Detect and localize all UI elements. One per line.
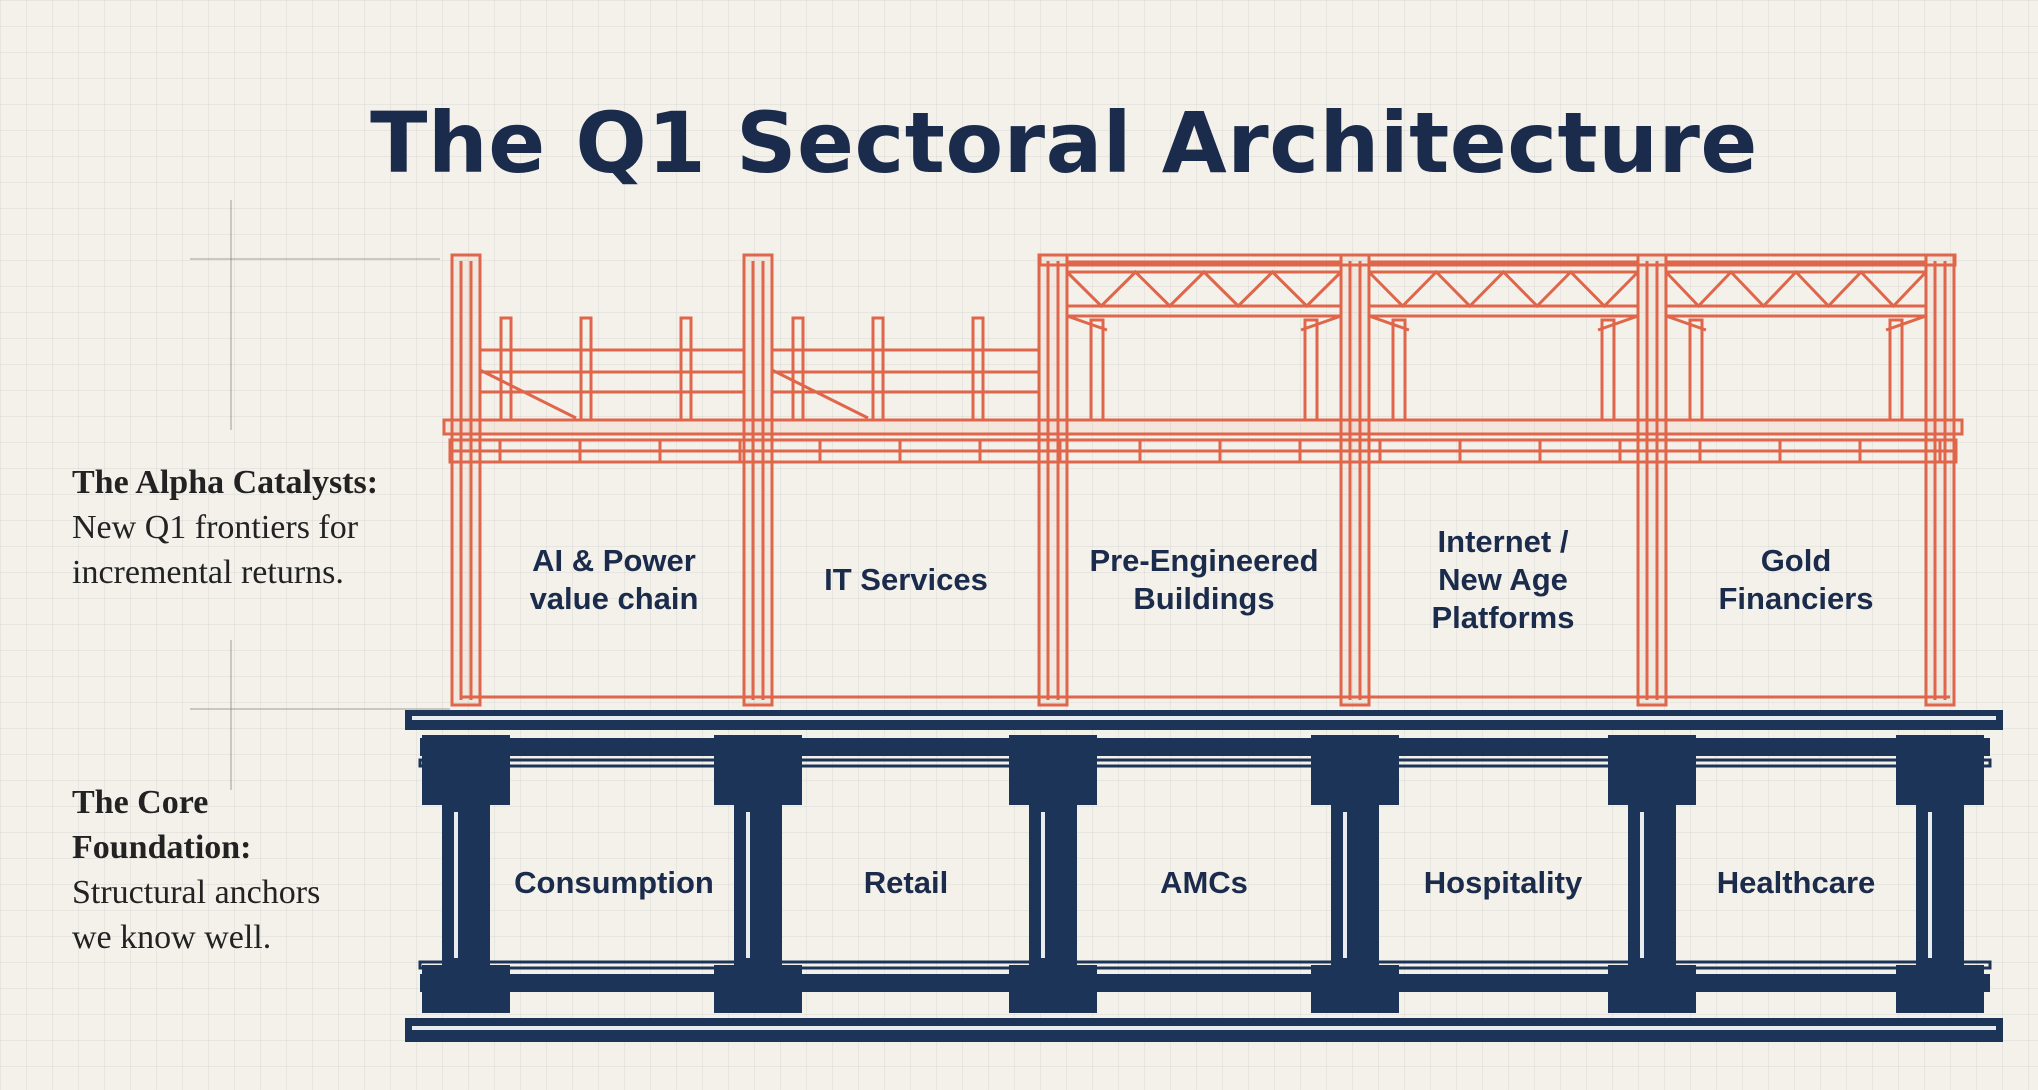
foundation-column-base xyxy=(1009,965,1097,1013)
red-post xyxy=(579,316,593,422)
core-foundation-heading: The Core Foundation: xyxy=(72,784,252,866)
red-truss-knee xyxy=(1885,314,1927,332)
red-column xyxy=(450,253,482,707)
foundation-column xyxy=(1331,805,1379,965)
foundation-column-cap xyxy=(422,735,510,805)
core-foundation-frame xyxy=(405,710,2003,1042)
foundation-upper-beam xyxy=(420,738,1990,756)
red-inner-post xyxy=(1391,318,1407,422)
foundation-column-highlight xyxy=(1343,812,1347,958)
core-sector-label: Healthcare xyxy=(1716,865,1876,900)
foundation-column-highlight xyxy=(1928,812,1932,958)
red-inner-post xyxy=(1600,318,1616,422)
foundation-column-base xyxy=(1896,965,1984,1013)
red-post xyxy=(971,316,985,422)
foundation-column-cap xyxy=(714,735,802,805)
alpha-sector-label: AI & Power value chain xyxy=(529,543,699,616)
foundation-column-highlight xyxy=(746,812,750,958)
red-truss-web xyxy=(1367,269,1640,309)
alpha-sector-label: IT Services xyxy=(824,562,988,597)
foundation-column xyxy=(1029,805,1077,965)
alpha-catalysts-caption: The Alpha Catalysts: New Q1 frontiers fo… xyxy=(72,460,432,595)
red-post xyxy=(871,316,885,422)
red-truss-web xyxy=(1664,269,1928,309)
core-foundation-caption: The Core Foundation: Structural anchors … xyxy=(72,780,432,960)
core-sector-label: Retail xyxy=(863,865,949,900)
foundation-column-highlight xyxy=(454,812,458,958)
foundation-rail xyxy=(418,758,1992,768)
red-brace xyxy=(479,368,577,420)
red-column xyxy=(1339,253,1371,707)
foundation-column-cap xyxy=(1608,735,1696,805)
alpha-sector-label: Pre-Engineered Buildings xyxy=(1089,543,1319,616)
foundation-column-base xyxy=(1608,965,1696,1013)
red-inner-post xyxy=(1303,318,1319,422)
alpha-catalysts-description: New Q1 frontiers for incremental returns… xyxy=(72,509,359,591)
red-truss-knee xyxy=(1597,314,1639,332)
foundation-column-highlight xyxy=(1640,812,1644,958)
red-post xyxy=(679,316,693,422)
alpha-sector-label: Internet / New Age Platforms xyxy=(1431,524,1575,635)
alpha-steel-frame xyxy=(442,253,1964,707)
foundation-column-cap xyxy=(1311,735,1399,805)
foundation-column-base xyxy=(422,965,510,1013)
red-main-beam xyxy=(442,418,1964,436)
foundation-column xyxy=(442,805,490,965)
foundation-column xyxy=(1628,805,1676,965)
red-column xyxy=(742,253,774,707)
foundation-base-highlight xyxy=(412,1026,1996,1030)
red-truss-knee xyxy=(1300,314,1342,332)
red-inner-post xyxy=(1888,318,1904,422)
foundation-column-highlight xyxy=(1041,812,1045,958)
foundation-column-cap xyxy=(1896,735,1984,805)
foundation-rail xyxy=(418,960,1992,970)
foundation-slab-highlight xyxy=(412,716,1996,720)
guide-line xyxy=(230,640,232,790)
red-truss-knee xyxy=(1368,314,1410,332)
guide-line xyxy=(190,258,440,260)
core-sector-label: Hospitality xyxy=(1423,865,1583,900)
core-sector-label: Consumption xyxy=(514,865,714,900)
red-brace xyxy=(771,368,869,420)
red-inner-post xyxy=(1688,318,1704,422)
foundation-column-cap xyxy=(1009,735,1097,805)
red-truss-knee xyxy=(1066,314,1108,332)
foundation-column xyxy=(734,805,782,965)
core-foundation-description: Structural anchors we know well. xyxy=(72,874,321,956)
foundation-column xyxy=(1916,805,1964,965)
red-column xyxy=(1924,253,1956,707)
foundation-column-base xyxy=(1311,965,1399,1013)
alpha-sector-label: Gold Financiers xyxy=(1718,543,1874,616)
red-inner-post xyxy=(1089,318,1105,422)
red-post xyxy=(791,316,805,422)
core-sector-label: AMCs xyxy=(1160,865,1248,900)
guide-line xyxy=(190,708,450,710)
red-column xyxy=(1037,253,1069,707)
red-truss-knee xyxy=(1665,314,1707,332)
red-column xyxy=(1636,253,1668,707)
red-truss-header xyxy=(1038,253,1957,267)
foundation-column-base xyxy=(714,965,802,1013)
red-truss-web xyxy=(1065,269,1343,309)
alpha-catalysts-heading: The Alpha Catalysts: xyxy=(72,464,379,501)
guide-line xyxy=(230,200,232,430)
red-post xyxy=(499,316,513,422)
page-title: The Q1 Sectoral Architecture xyxy=(370,94,1758,193)
foundation-lower-beam xyxy=(420,974,1990,992)
